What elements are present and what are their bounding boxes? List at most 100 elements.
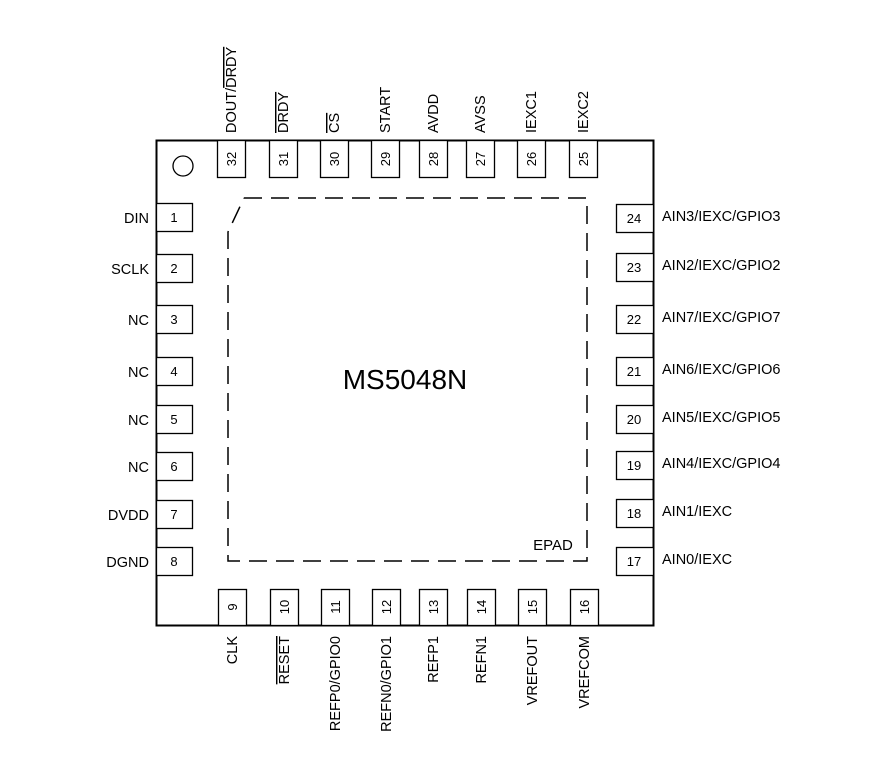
pin-label-14: REFN1 xyxy=(474,636,490,684)
pin-pad xyxy=(269,588,300,627)
pin-number: 3 xyxy=(170,312,177,327)
pin-label-27: AVSS xyxy=(473,95,489,133)
pin-label-32: DOUT/DRDY xyxy=(224,46,240,133)
pin-label-11: REFP0/GPIO0 xyxy=(328,636,344,731)
pin-28: 28 AVDD xyxy=(418,94,449,179)
pin-label-28: AVDD xyxy=(426,94,442,133)
pin-pad xyxy=(155,404,194,435)
epad-outline xyxy=(227,197,588,562)
epad-label: EPAD xyxy=(533,537,573,554)
pin-pad xyxy=(418,139,449,179)
pin-number: 1 xyxy=(170,210,177,225)
pin-label-31: DRDY xyxy=(276,92,292,133)
pin-1: 1 DIN xyxy=(124,202,194,233)
pin-number: 7 xyxy=(170,507,177,522)
active-low-overbar: RESET xyxy=(277,636,293,684)
pin-pad xyxy=(568,139,599,179)
pin-label-8: DGND xyxy=(106,555,149,571)
pin-pad xyxy=(615,450,655,481)
pin-pad xyxy=(319,139,350,179)
pin-3: 3NC xyxy=(128,304,194,335)
pin-label-7: DVDD xyxy=(108,508,149,524)
pin-number: 13 xyxy=(426,600,441,614)
active-low-overbar: CS xyxy=(327,113,343,133)
pin-label-16: VREFCOM xyxy=(577,636,593,709)
pin-number: 15 xyxy=(525,600,540,614)
pin-pad xyxy=(155,253,194,284)
pin-label-21: AIN6/IEXC/GPIO6 xyxy=(662,362,780,378)
pin-number: 22 xyxy=(627,312,641,327)
active-low-overbar: DRDY xyxy=(276,92,292,133)
pin-pad xyxy=(320,588,351,627)
pin-pad xyxy=(516,139,547,179)
pin-label-1: DIN xyxy=(124,211,149,227)
pin-pad xyxy=(155,356,194,387)
pin-19: 19 AIN4/IEXC/GPIO4 xyxy=(615,450,780,481)
pin-label-13: REFP1 xyxy=(426,636,442,683)
pin-pad xyxy=(216,139,247,179)
pin-number: 2 xyxy=(170,261,177,276)
pin-number: 19 xyxy=(627,458,641,473)
pin-pad xyxy=(370,139,401,179)
pin-pad xyxy=(615,498,655,529)
pin-4: 4 NC xyxy=(128,356,194,387)
pin-number: 9 xyxy=(225,603,240,610)
pin-pad xyxy=(155,202,194,233)
pin-number: 5 xyxy=(170,412,177,427)
pin-number: 20 xyxy=(627,412,641,427)
pin-label-25: IEXC2 xyxy=(576,91,592,133)
pin-number: 21 xyxy=(627,364,641,379)
pin-number: 4 xyxy=(170,364,177,379)
pin-label-9: CLK xyxy=(225,636,241,665)
pin-pad xyxy=(217,588,248,627)
pin-number: 27 xyxy=(473,152,488,166)
package-outline xyxy=(155,139,655,627)
pin-label-26: IEXC1 xyxy=(524,91,540,133)
pin1-marker-icon xyxy=(172,155,194,177)
pin-label-4: NC xyxy=(128,365,149,381)
pin-pad xyxy=(466,588,497,627)
pin-label-20: AIN5/IEXC/GPIO5 xyxy=(662,410,780,426)
part-number: MS5048N xyxy=(343,364,468,395)
pin-number: 24 xyxy=(627,211,641,226)
pin-32: 32 DOUT/DRDY xyxy=(216,46,247,179)
pin-pad xyxy=(155,451,194,482)
pin-number: 18 xyxy=(627,506,641,521)
pin-number: 31 xyxy=(276,152,291,166)
pin-label-6: NC xyxy=(128,460,149,476)
pin-pad xyxy=(569,588,600,627)
pin-pad xyxy=(615,546,655,577)
pin-number: 16 xyxy=(577,600,592,614)
pin-label-17: AIN0/IEXC xyxy=(662,552,732,568)
pin-pad xyxy=(371,588,402,627)
pin-number: 6 xyxy=(170,459,177,474)
pin-number: 30 xyxy=(327,152,342,166)
pin-label-19: AIN4/IEXC/GPIO4 xyxy=(662,456,780,472)
pin-pad xyxy=(517,588,548,627)
pin-number: 32 xyxy=(224,152,239,166)
pin-pad xyxy=(615,304,655,335)
pin-pad xyxy=(155,304,194,335)
pin-label-12: REFN0/GPIO1 xyxy=(379,636,395,732)
pin-31: 31 DRDY xyxy=(268,92,299,179)
pin-number: 14 xyxy=(474,600,489,614)
pin-21: 21 AIN6/IEXC/GPIO6 xyxy=(615,356,780,387)
pin-30: 30 CS xyxy=(319,113,350,179)
pin-label-5: NC xyxy=(128,413,149,429)
pin-label-15: VREFOUT xyxy=(525,636,541,705)
pin-number: 28 xyxy=(426,152,441,166)
